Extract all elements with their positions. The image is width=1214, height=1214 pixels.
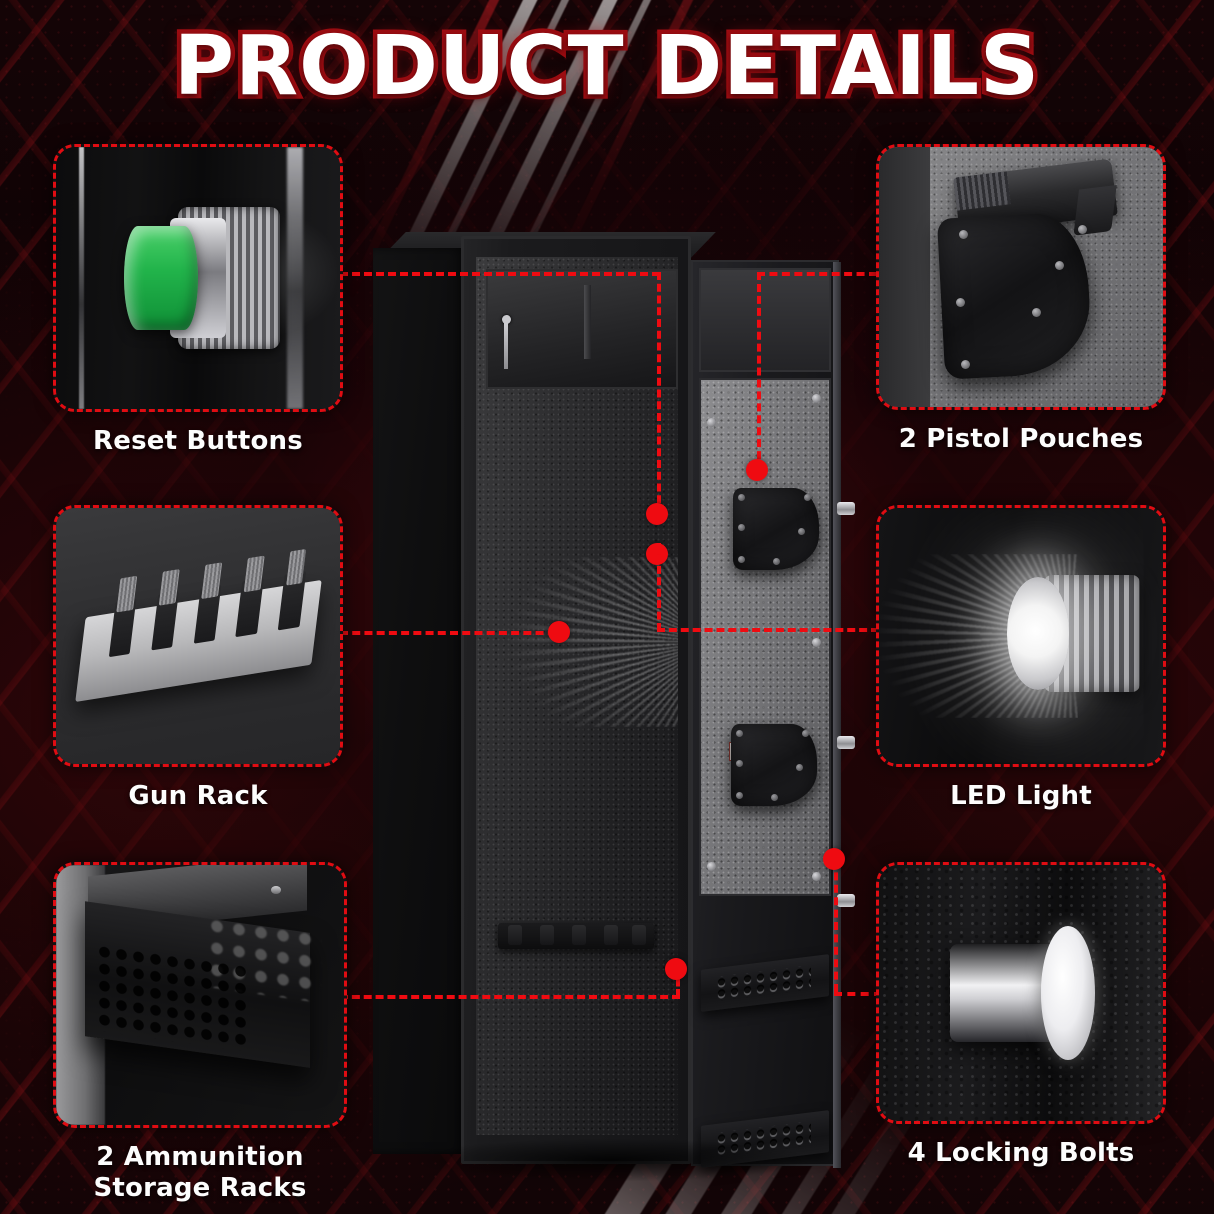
callout-locking-bolts[interactable]: 4 Locking Bolts [876, 862, 1166, 1169]
callout-label-led-light: LED Light [950, 781, 1092, 811]
callout-pistol-pouches[interactable]: 2 Pistol Pouches [876, 144, 1166, 455]
page-title: PRODUCT DETAILS [169, 19, 1043, 114]
callout-image-reset-buttons [53, 144, 343, 412]
safe-interior [476, 257, 678, 1135]
chrome-bolt-icon [879, 865, 1163, 1121]
callout-label-reset-buttons: Reset Buttons [93, 426, 303, 456]
callout-image-ammunition-racks [53, 862, 347, 1128]
door-screw [812, 638, 821, 647]
callout-label-pistol-pouches: 2 Pistol Pouches [898, 424, 1144, 454]
callout-image-led-light [876, 505, 1166, 767]
callout-label-ammunition-racks: 2 Ammunition Storage Racks [53, 1142, 347, 1203]
safe-cabinet [461, 236, 691, 1164]
lockbox-hinge [584, 285, 591, 359]
door-pistol-pouch-upper [733, 488, 819, 570]
door-edge-strip [833, 262, 841, 1168]
door-screw [707, 418, 716, 427]
gun-safe-product-image: SETTING BUTTON [373, 222, 855, 1172]
callout-image-locking-bolts [876, 862, 1166, 1124]
safe-left-side-panel [373, 248, 465, 1154]
callout-image-gun-rack [53, 505, 343, 767]
callout-label-locking-bolts: 4 Locking Bolts [907, 1138, 1135, 1168]
led-lamp-icon [879, 508, 1163, 764]
ammo-rack-perforations [715, 965, 811, 1002]
interior-led-beam [504, 557, 678, 727]
door-felt-panel: SETTING BUTTON [699, 378, 831, 896]
door-ammo-rack-upper [701, 954, 829, 1012]
ammo-basket-icon [56, 865, 344, 1125]
safe-ground-shadow [330, 1130, 890, 1190]
callout-reset-buttons[interactable]: Reset Buttons [53, 144, 343, 457]
callout-label-gun-rack: Gun Rack [128, 781, 268, 811]
locking-bolt [837, 894, 855, 907]
door-pistol-pouch-lower [731, 724, 817, 806]
callout-ammunition-racks[interactable]: 2 Ammunition Storage Racks [53, 862, 347, 1203]
callout-image-pistol-pouches [876, 144, 1166, 410]
locking-bolt [837, 736, 855, 749]
callout-label-line-2: Storage Racks [93, 1172, 307, 1203]
callout-gun-rack[interactable]: Gun Rack [53, 505, 343, 812]
callout-label-line-1: 2 Ammunition [96, 1142, 304, 1172]
page-title-container: PRODUCT DETAILS [0, 19, 1214, 114]
door-screw [812, 394, 821, 403]
door-screw [707, 862, 716, 871]
callout-led-light[interactable]: LED Light [876, 505, 1166, 812]
door-screw [812, 872, 821, 881]
pistol-holster-icon [879, 147, 1163, 407]
lockbox-key-icon [504, 323, 508, 369]
door-top-panel [699, 268, 831, 372]
gun-rack-icon [56, 508, 340, 764]
door-felt-texture [701, 380, 829, 894]
interior-lockbox [486, 269, 678, 389]
locking-bolt [837, 502, 855, 515]
interior-gun-rack [498, 923, 654, 949]
green-push-button-icon [56, 147, 340, 409]
safe-door: SETTING BUTTON [691, 260, 855, 1168]
lockbox-keyhole-icon [502, 315, 511, 324]
